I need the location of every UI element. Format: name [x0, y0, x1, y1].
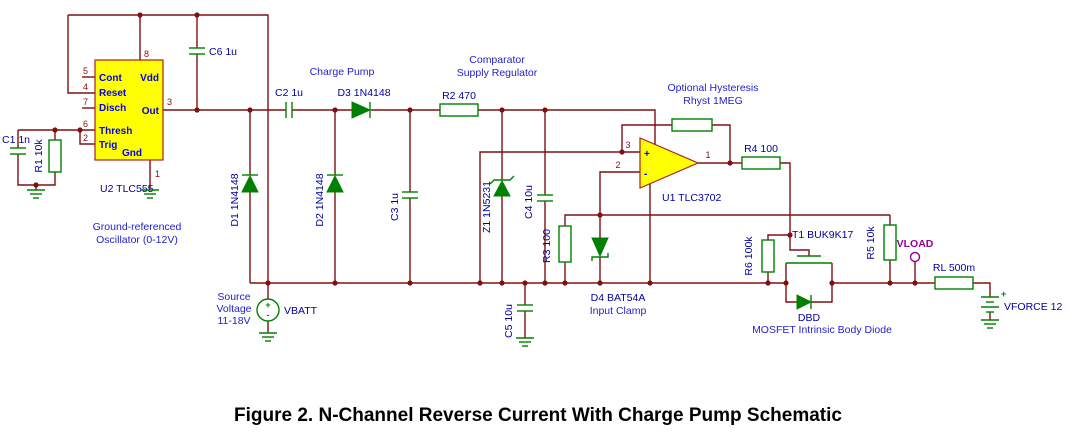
- capacitor-c3-label: C3 1u: [389, 193, 401, 221]
- body-diode-dbd: DBD: [796, 294, 821, 324]
- resistor-r4: R4 100: [741, 143, 781, 170]
- capacitor-c6: C6 1u: [189, 46, 237, 58]
- vbatt-minus-mark: -: [267, 310, 270, 320]
- comparator-minus-input-mark: -: [644, 169, 647, 180]
- annotation-body-diode: MOSFET Intrinsic Body Diode: [752, 324, 892, 336]
- resistor-rhyst: [671, 118, 713, 132]
- ic-pin-label-out: Out: [142, 106, 160, 117]
- diode-d2: D2 1N4148: [314, 173, 344, 227]
- pin-number-5: 5: [83, 66, 88, 76]
- ic-pin-label-vdd: Vdd: [140, 73, 159, 84]
- annotation-source-line2: Voltage: [216, 303, 251, 315]
- comparator-pin-inn: 2: [615, 160, 620, 170]
- vforce-plus-mark: +: [1001, 289, 1006, 299]
- junction-dots: [33, 12, 918, 286]
- comparator-plus-input-mark: +: [644, 149, 650, 160]
- capacitor-c5: C5 10u: [503, 304, 533, 338]
- comparator-ref-label: U1 TLC3702: [662, 192, 722, 204]
- zener-z1: Z1 1N5231: [481, 175, 515, 233]
- body-diode-dbd-label: DBD: [798, 312, 821, 324]
- schottky-d4-label: D4 BAT54A: [591, 292, 646, 304]
- comparator-u1: + - 3 2 1 U1 TLC3702: [615, 137, 722, 204]
- diode-d1: D1 1N4148: [229, 173, 259, 227]
- zener-z1-label: Z1 1N5231: [481, 181, 493, 233]
- diode-d3-label: D3 1N4148: [337, 87, 390, 99]
- vload-label: VLOAD: [897, 238, 934, 250]
- capacitor-c4: C4 10u: [523, 185, 553, 219]
- ic-pin-label-reset: Reset: [99, 88, 127, 99]
- mosfet-t1: T1 BUK9K17: [786, 229, 853, 264]
- ic-u2-ref-label: U2 TLC555: [100, 183, 154, 195]
- diode-d2-label: D2 1N4148: [314, 173, 326, 226]
- ic-pin-label-gnd: Gnd: [122, 148, 142, 159]
- ic-pin-label-cont: Cont: [99, 73, 122, 84]
- ic-pin-label-disch: Disch: [99, 103, 126, 114]
- ground-symbol: [980, 319, 1000, 329]
- voltage-source-vbatt: + - VBATT: [256, 298, 318, 322]
- ic-u2-tlc555: Cont Reset Disch Thresh Trig Vdd Out Gnd…: [83, 49, 172, 195]
- annotation-hysteresis-line1: Optional Hysteresis: [667, 82, 758, 94]
- ic-pin-label-trig: Trig: [99, 140, 117, 151]
- annotation-input-clamp: Input Clamp: [590, 305, 647, 317]
- capacitor-c4-label: C4 10u: [523, 185, 535, 219]
- vbatt-plus-mark: +: [265, 300, 270, 310]
- ground-symbol: [515, 337, 535, 347]
- pin-number-6: 6: [83, 119, 88, 129]
- resistor-r1: R1 10k: [33, 139, 62, 173]
- diode-d1-label: D1 1N4148: [229, 173, 241, 226]
- resistor-r6: R6 100k: [743, 236, 775, 276]
- annotations: Ground-referenced Oscillator (0-12V) Cha…: [93, 54, 892, 336]
- annotation-hysteresis-line2: Rhyst 1MEG: [683, 95, 743, 107]
- annotation-comp-supply-line2: Supply Regulator: [457, 67, 538, 79]
- battery-vforce: + VFORCE 12: [981, 289, 1063, 313]
- ic-pin-label-thresh: Thresh: [99, 126, 132, 137]
- capacitor-c1: C1 1n: [2, 134, 30, 155]
- capacitor-c5-label: C5 10u: [503, 304, 515, 338]
- comparator-pin-out: 1: [705, 150, 710, 160]
- resistor-r5: R5 10k: [865, 224, 897, 261]
- pin-number-1: 1: [155, 169, 160, 179]
- annotation-source-line1: Source: [217, 291, 250, 303]
- capacitor-c6-label: C6 1u: [209, 46, 237, 58]
- comparator-body: [639, 137, 700, 189]
- mosfet-t1-label: T1 BUK9K17: [792, 229, 853, 241]
- resistor-r3: R3 100: [541, 225, 572, 263]
- pin-number-7: 7: [83, 97, 88, 107]
- ic-body: [94, 59, 164, 161]
- resistor-r2-label: R2 470: [442, 90, 476, 102]
- figure-title: Figure 2. N-Channel Reverse Current With…: [234, 405, 842, 426]
- capacitor-c2-label: C2 1u: [275, 87, 303, 99]
- vload-pin: VLOAD: [897, 238, 934, 263]
- ground-symbol: [258, 332, 278, 342]
- capacitor-c2: C2 1u: [275, 87, 303, 118]
- resistor-r1-label: R1 10k: [33, 139, 45, 173]
- annotation-charge-pump: Charge Pump: [310, 66, 375, 78]
- resistor-rl-label: RL 500m: [933, 262, 975, 274]
- resistor-r6-label: R6 100k: [743, 236, 755, 276]
- resistor-r2: R2 470: [439, 90, 479, 117]
- comparator-pin-inp: 3: [625, 140, 630, 150]
- annotation-oscillator-line2: Oscillator (0-12V): [96, 234, 178, 246]
- pin-number-4: 4: [83, 82, 88, 92]
- resistor-r5-label: R5 10k: [865, 226, 877, 260]
- vbatt-label: VBATT: [284, 305, 318, 317]
- annotation-source-line3: 11-18V: [217, 315, 250, 327]
- pin-number-8: 8: [144, 49, 149, 59]
- annotation-comp-supply-line1: Comparator: [469, 54, 525, 66]
- pin-number-2: 2: [83, 133, 88, 143]
- schottky-d4: D4 BAT54A: [591, 237, 646, 304]
- annotation-oscillator-line1: Ground-referenced: [93, 221, 182, 233]
- resistor-rl: RL 500m: [933, 262, 975, 290]
- capacitor-c3: C3 1u: [389, 191, 418, 221]
- vforce-label: VFORCE 12: [1004, 301, 1063, 313]
- ground-symbol: [26, 189, 46, 199]
- capacitor-c1-label: C1 1n: [2, 134, 30, 146]
- resistor-r4-label: R4 100: [744, 143, 778, 155]
- resistor-r3-label: R3 100: [541, 229, 553, 263]
- pin-number-3: 3: [167, 97, 172, 107]
- diode-d3: D3 1N4148: [337, 87, 391, 119]
